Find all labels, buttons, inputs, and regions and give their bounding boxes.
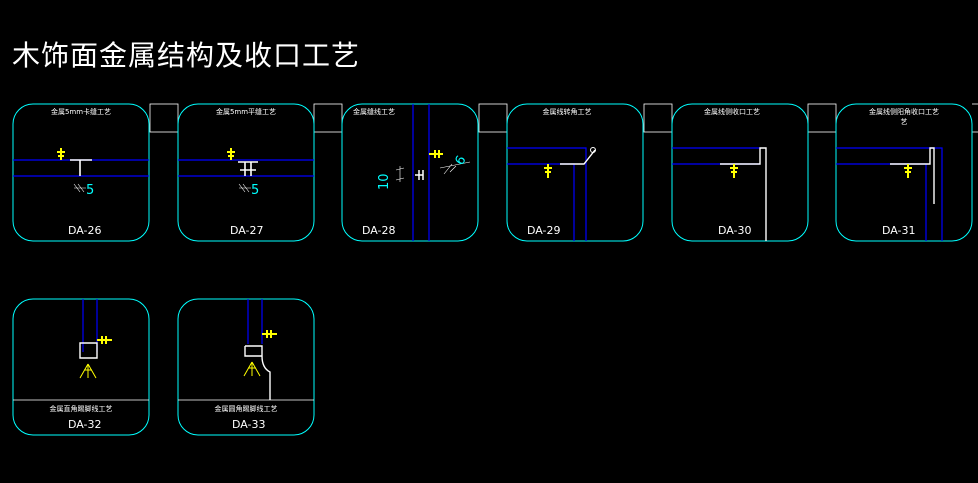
connector-box	[313, 103, 343, 133]
connector-box	[149, 103, 179, 133]
detail-label: 金属缝线工艺	[353, 107, 395, 116]
detail-label: 金属线侧阳角收口工艺	[869, 107, 939, 116]
frame-connectors	[149, 103, 978, 133]
dimension-value: 6	[452, 153, 469, 168]
card-frame	[341, 103, 479, 242]
metal-profile	[70, 159, 92, 176]
dimension-tick	[238, 183, 251, 193]
dimension-tick	[73, 183, 86, 193]
svg-text:艺: 艺	[901, 118, 908, 126]
panel-line	[836, 147, 943, 241]
detail-code: DA-27	[230, 224, 264, 237]
dimension-value: 5	[251, 183, 259, 198]
anchor-icon	[243, 361, 261, 377]
metal-profile	[590, 147, 596, 153]
detail-code: DA-28	[362, 224, 396, 237]
connector-box	[478, 103, 508, 133]
detail-label: 金属线侧收口工艺	[704, 107, 760, 116]
screw-icon	[97, 336, 112, 344]
detail-card-da30: 金属线侧收口工艺 DA-30	[671, 103, 809, 242]
detail-code: DA-31	[882, 224, 916, 237]
screw-icon	[227, 148, 235, 160]
card-frame	[12, 103, 150, 242]
card-frame	[506, 103, 644, 242]
detail-code: DA-33	[232, 418, 266, 431]
detail-card-da28: 金属缝线工艺 10 6 DA-28	[341, 103, 479, 242]
anchor-icon	[79, 363, 97, 379]
metal-profile	[415, 170, 424, 180]
metal-profile	[238, 161, 258, 176]
metal-profile	[560, 149, 596, 165]
detail-label: 金属圆角踢脚线工艺	[215, 404, 278, 413]
detail-card-da29: 金属线转角工艺 DA-29	[506, 103, 644, 242]
detail-code: DA-26	[68, 224, 102, 237]
detail-card-da27: 金属5mm平缝工艺 5 DA-27	[177, 103, 315, 242]
detail-card-da26: 金属5mm卡缝工艺 5 DA-26	[12, 103, 150, 242]
dimension-value: 10	[377, 173, 392, 190]
screw-icon	[262, 330, 277, 338]
page-title: 木饰面金属结构及收口工艺	[12, 39, 361, 72]
detail-card-da33: 金属圆角踢脚线工艺 DA-33	[177, 298, 315, 436]
card-frame	[177, 298, 315, 436]
screw-icon	[57, 148, 65, 160]
detail-label: 金属直角踢脚线工艺	[50, 404, 113, 413]
connector-box	[807, 103, 837, 133]
detail-code: DA-29	[527, 224, 561, 237]
detail-label: 金属5mm平缝工艺	[216, 107, 276, 116]
dimension-tick	[439, 161, 471, 175]
card-frame	[671, 103, 809, 242]
card-frame	[177, 103, 315, 242]
metal-profile	[244, 345, 271, 400]
screw-icon	[730, 164, 738, 178]
screw-icon	[544, 164, 552, 178]
connector-box	[643, 103, 673, 133]
dimension-value: 5	[86, 183, 94, 198]
card-frame	[12, 298, 150, 436]
card-frame	[835, 103, 973, 242]
detail-label: 金属线转角工艺	[543, 107, 592, 116]
metal-profile	[79, 342, 98, 359]
detail-code: DA-30	[718, 224, 752, 237]
detail-card-da31: 金属线侧阳角收口工艺 艺 DA-31	[835, 103, 973, 242]
screw-icon	[429, 150, 443, 158]
metal-profile	[720, 147, 767, 241]
dimension-tick	[395, 166, 405, 182]
detail-label: 金属5mm卡缝工艺	[51, 107, 111, 116]
metal-profile	[890, 147, 935, 204]
panel-line	[507, 147, 587, 241]
detail-card-da32: 金属直角踢脚线工艺 DA-32	[12, 298, 150, 436]
detail-code: DA-32	[68, 418, 102, 431]
screw-icon	[904, 164, 912, 178]
